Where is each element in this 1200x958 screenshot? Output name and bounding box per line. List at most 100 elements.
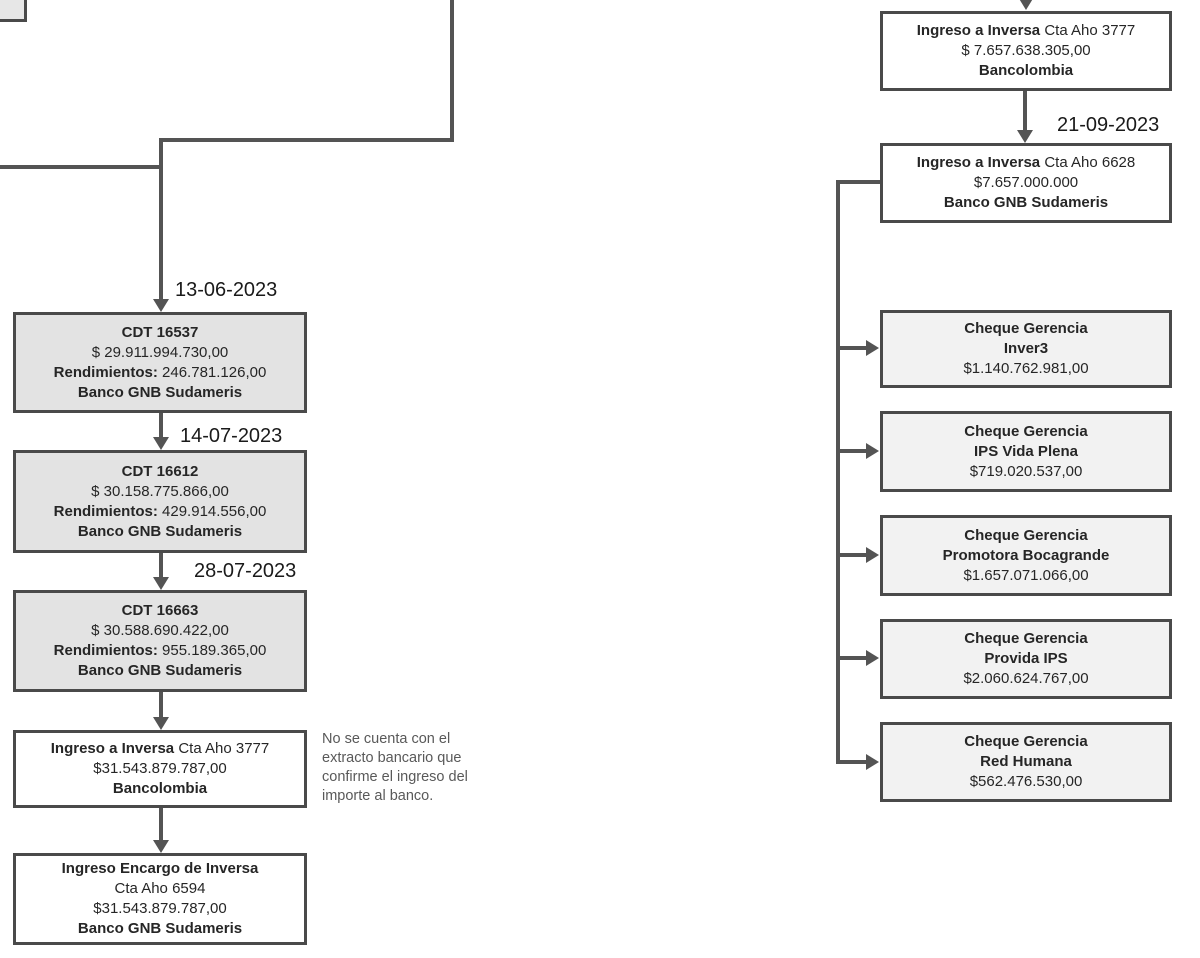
ingreso-encargo-box: Ingreso Encargo de Inversa Cta Aho 6594 … [13,853,307,945]
connector-branch-stub [838,180,880,184]
ingreso-amount: $ 7.657.638.305,00 [961,42,1091,59]
cdt-bank: Banco GNB Sudameris [77,522,243,540]
cdt-bank: Banco GNB Sudameris [77,383,243,401]
arrowhead-into-cheque1-icon [866,340,879,356]
arrowhead-into-cdt-16537-icon [153,299,169,312]
ingreso-account: Cta Aho 3777 [178,740,270,757]
ingreso-title: Ingreso a Inversa [916,154,1041,171]
arrowhead-into-right-ingreso1-icon [1018,0,1034,10]
connector-top-horizontal [159,138,454,142]
arrowhead-into-right-ingreso2-icon [1017,130,1033,143]
connector-ingreso-encargo [159,808,163,841]
cheque-payee: Provida IPS [984,650,1068,667]
cdt-box-16663: CDT 16663 $ 30.588.690.422,00 Rendimient… [13,590,307,692]
cdt-bank: Banco GNB Sudameris [77,662,243,679]
arrowhead-into-cheque2-icon [866,443,879,459]
cdt-title: CDT 16612 [121,462,199,480]
connector-branch-cheque3 [836,553,867,557]
arrowhead-into-cdt-16663-icon [153,577,169,590]
ingreso-title: Ingreso a Inversa [916,22,1041,39]
cheque-payee: Promotora Bocagrande [942,546,1110,564]
cheque-box-provida-ips: Cheque Gerencia Provida IPS $2.060.624.7… [880,619,1172,699]
note-line: confirme el ingreso del [322,769,468,785]
cdt-yield: Rendimientos: 246.781.126,00 [16,363,304,383]
partial-box-top-left [0,0,27,22]
cheque-label: Cheque Gerencia [964,422,1088,440]
cheque-payee: IPS Vida Plena [974,442,1078,460]
connector-branch-cheque2 [836,449,867,453]
note-text: No se cuenta con el extracto bancario qu… [322,730,487,806]
date-label-1: 13-06-2023 [175,279,278,301]
ingreso-inversa-box-right-2: Ingreso a Inversa Cta Aho 6628 $7.657.00… [880,143,1172,223]
cheque-amount: $1.657.071.066,00 [963,566,1089,584]
cdt-yield-label: Rendimientos: [53,363,158,381]
connector-cdt1-cdt2 [159,413,163,439]
arrowhead-into-cheque4-icon [866,650,879,666]
ingreso-title: Ingreso a Inversa [50,740,175,757]
encargo-account: Cta Aho 6594 [114,880,206,897]
cdt-amount: $ 29.911.994.730,00 [91,343,229,361]
cheque-amount: $1.140.762.981,00 [963,360,1089,377]
cheque-payee: Inver3 [1003,340,1049,357]
encargo-bank: Banco GNB Sudameris [77,920,243,937]
cdt-amount: $ 30.158.775.866,00 [91,482,229,500]
connector-cdt2-cdt3 [159,553,163,578]
date-label-4: 21-09-2023 [1057,114,1160,136]
cdt-yield: Rendimientos: 429.914.556,00 [16,502,304,522]
connector-left-edge-horizontal [0,165,163,169]
ingreso-bank: Banco GNB Sudameris [943,194,1109,211]
cheque-box-promotora-bocagrande: Cheque Gerencia Promotora Bocagrande $1.… [880,515,1172,596]
cdt-yield: Rendimientos: 955.189.365,00 [16,641,304,661]
cdt-amount: $ 30.588.690.422,00 [91,622,229,639]
ingreso-account: Cta Aho 6628 [1044,154,1136,171]
ingreso-inversa-box-right-1: Ingreso a Inversa Cta Aho 3777 $ 7.657.6… [880,11,1172,91]
cheque-payee: Red Humana [980,753,1072,770]
connector-branch-cheque4 [836,656,867,660]
date-label-3: 28-07-2023 [194,560,297,582]
ingreso-account: Cta Aho 3777 [1044,22,1136,39]
cdt-title: CDT 16537 [121,323,199,341]
ingreso-title-line: Ingreso a Inversa Cta Aho 6628 [883,153,1169,173]
arrowhead-into-cheque5-icon [866,754,879,770]
cheque-label: Cheque Gerencia [964,320,1088,337]
ingreso-amount: $31.543.879.787,00 [93,760,227,777]
connector-branch-vertical [836,180,840,764]
connector-right-ingreso1-ingreso2 [1023,91,1027,132]
cdt-yield-label: Rendimientos: [53,502,158,520]
cdt-title: CDT 16663 [121,602,199,619]
cheque-amount: $719.020.537,00 [969,462,1083,480]
cheque-box-inver3: Cheque Gerencia Inver3 $1.140.762.981,00 [880,310,1172,388]
encargo-title: Ingreso Encargo de Inversa [61,860,259,877]
cdt-box-16612: CDT 16612 $ 30.158.775.866,00 Rendimient… [13,450,307,553]
cheque-amount: $562.476.530,00 [969,773,1083,790]
arrowhead-into-encargo-icon [153,840,169,853]
note-line: extracto bancario que [322,750,462,766]
cheque-label: Cheque Gerencia [964,630,1088,647]
cdt-yield-value: 955.189.365,00 [162,642,267,659]
cheque-box-ips-vida-plena: Cheque Gerencia IPS Vida Plena $719.020.… [880,411,1172,492]
ingreso-title-line: Ingreso a Inversa Cta Aho 3777 [883,21,1169,41]
cdt-box-16537: CDT 16537 $ 29.911.994.730,00 Rendimient… [13,312,307,413]
ingreso-amount: $7.657.000.000 [973,174,1079,191]
note-line: No se cuenta con el [322,731,451,747]
cheque-amount: $2.060.624.767,00 [963,670,1089,687]
connector-branch-cheque1 [836,346,867,350]
ingreso-title-line: Ingreso a Inversa Cta Aho 3777 [16,739,304,759]
cdt-yield-value: 429.914.556,00 [162,502,267,520]
arrowhead-into-ingreso-icon [153,717,169,730]
connector-main-vertical [159,138,163,300]
ingreso-bank: Bancolombia [112,780,208,797]
connector-cdt3-ingreso [159,692,163,718]
cheque-label: Cheque Gerencia [964,733,1088,750]
cheque-box-red-humana: Cheque Gerencia Red Humana $562.476.530,… [880,722,1172,802]
cdt-yield-value: 246.781.126,00 [162,363,267,381]
date-label-2: 14-07-2023 [180,425,283,447]
arrowhead-into-cdt-16612-icon [153,437,169,450]
connector-top-right-vertical [450,0,454,142]
cdt-yield-label: Rendimientos: [53,642,158,659]
cheque-label: Cheque Gerencia [964,526,1088,544]
arrowhead-into-cheque3-icon [866,547,879,563]
connector-branch-cheque5 [836,760,867,764]
encargo-amount: $31.543.879.787,00 [93,900,227,917]
